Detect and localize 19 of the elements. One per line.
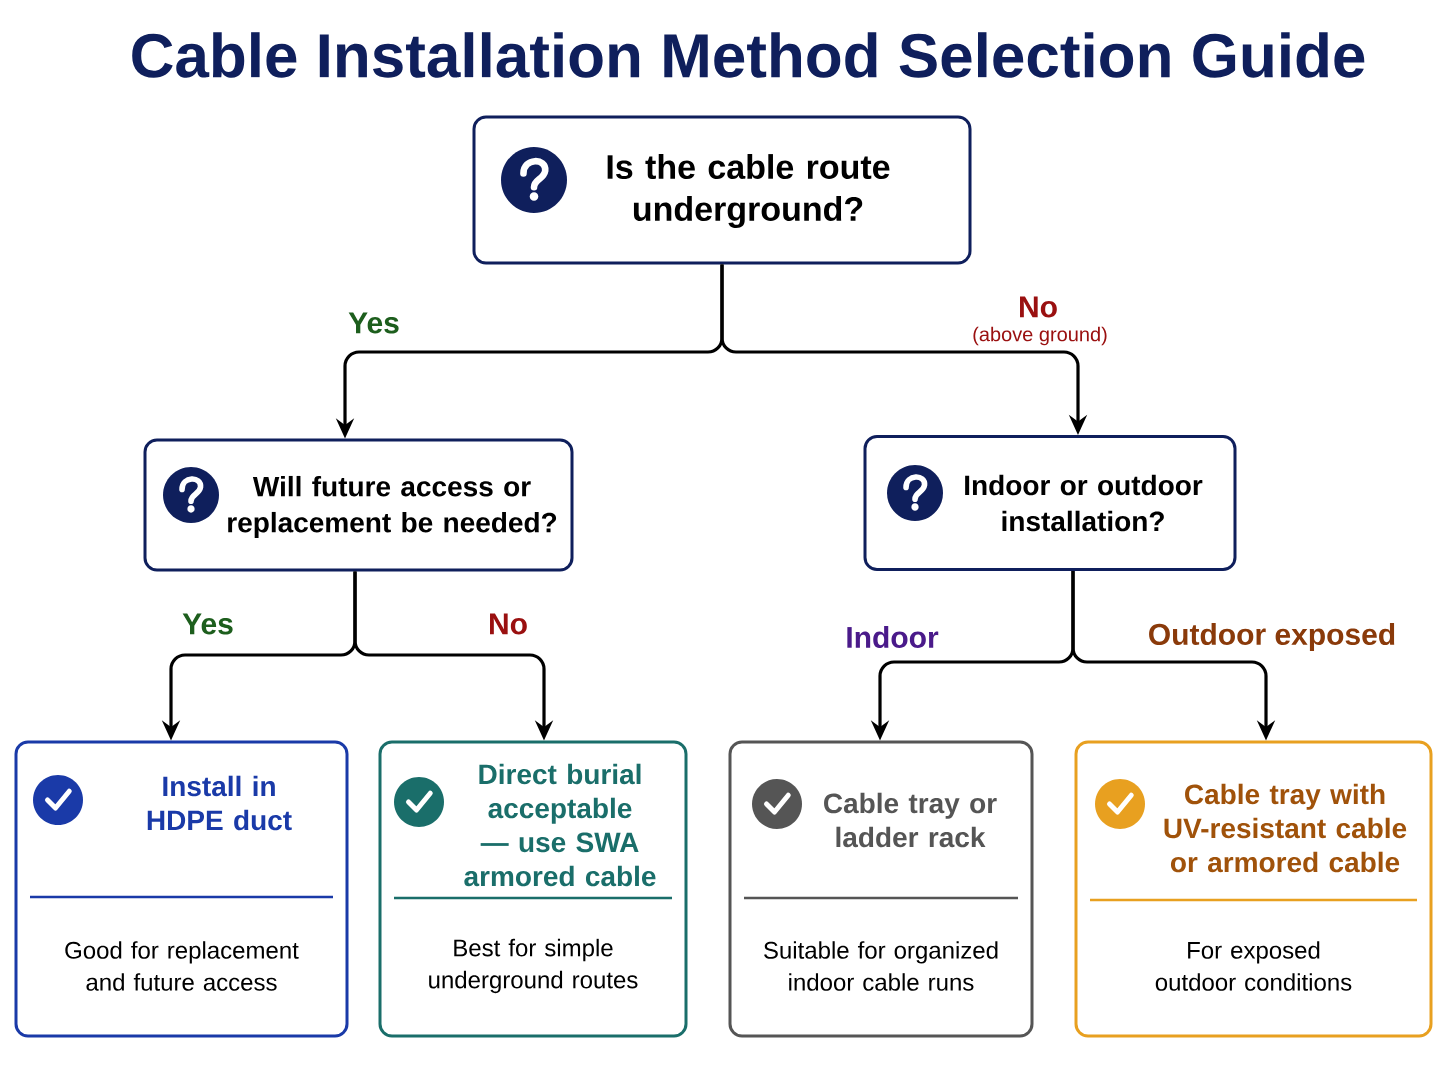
title: Cable Installation Method Selection Guide	[132, 32, 1365, 78]
question-text: Indoor or outdoor installation?	[965, 474, 1203, 532]
edge-label: Yes	[180, 611, 236, 637]
edge-note: (above ground)	[970, 324, 1110, 348]
result-description: Suitable for organized indoor cable runs	[764, 941, 998, 991]
result-heading: Direct burial acceptable — use SWA armored cable	[464, 763, 656, 887]
edge-label: No	[486, 611, 530, 637]
edge-label: Outdoor exposed	[1145, 621, 1399, 653]
result-description: Best for simple underground routes	[429, 938, 638, 994]
result-description: Good for replacement and future access	[65, 941, 299, 991]
result-heading: Install in HDPE duct	[147, 775, 292, 831]
question-text: Will future access or replacement be needed?	[228, 475, 557, 539]
edge-label: Yes	[346, 310, 402, 336]
result-description: For exposed outdoor conditions	[1155, 941, 1352, 991]
edge-label: No	[1016, 294, 1060, 320]
result-heading: Cable tray or ladder rack	[824, 792, 997, 848]
question-text: Is the cable route underground?	[607, 154, 890, 228]
edge-label: Indoor	[843, 624, 941, 650]
result-heading: Cable tray with UV-resistant cable or armored cable	[1164, 783, 1407, 873]
